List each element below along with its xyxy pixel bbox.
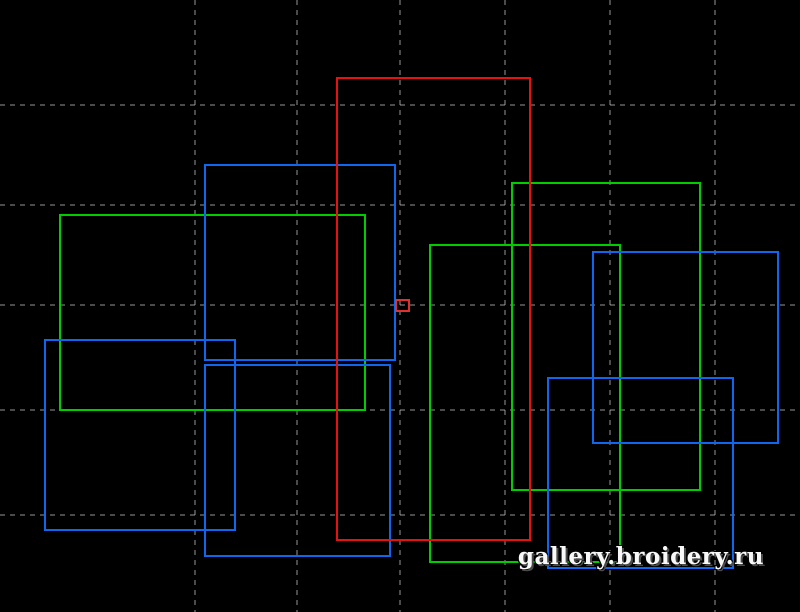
green-block-right-top [511, 182, 701, 491]
center-marker [395, 299, 410, 312]
green-block-left [59, 214, 366, 411]
blue-block-bottom-right [547, 377, 734, 569]
watermark-text: gallery.broidery.ru [517, 543, 764, 570]
blue-block-bottom-left [44, 339, 236, 531]
blue-block-bottom-center [204, 364, 391, 557]
green-block-center-right [429, 244, 621, 563]
blue-block-right [592, 251, 779, 444]
blue-block-top-left [204, 164, 396, 361]
red-block-center [336, 77, 531, 541]
